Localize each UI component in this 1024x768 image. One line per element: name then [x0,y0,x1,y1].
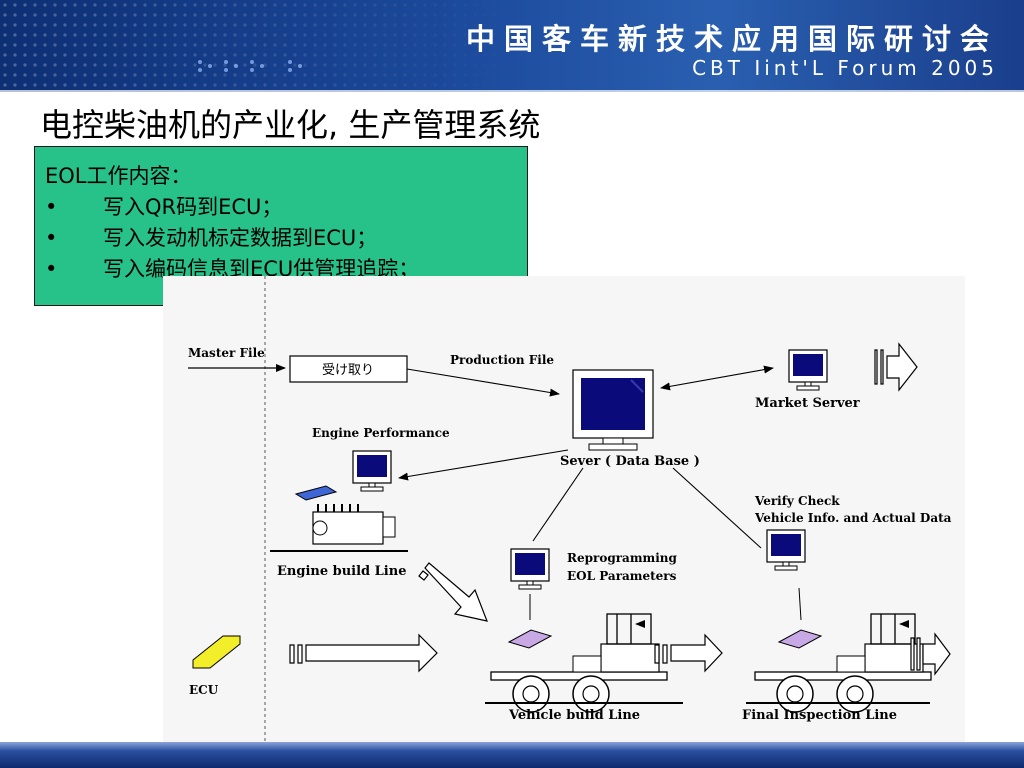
inspection-out-arrow-icon [910,632,951,676]
verify-link [672,467,762,549]
reprogramming-label-1: Reprogramming [567,551,677,565]
eol-heading: EOL工作内容： [45,164,192,188]
banner-dot-pattern [0,0,520,92]
diagram-canvas: Master File 受け取り Production File Sever (… [188,276,952,754]
reprogramming-terminal-icon [510,548,550,590]
inspection-ecu-module-icon [777,629,823,649]
inspection-truck-icon [754,613,932,713]
ecu-module-icon [192,635,241,669]
inspection-terminal-icon [766,529,806,571]
inspection-cable [798,587,802,621]
engine-data-arrow [398,449,569,481]
market-server-label: Market Server [755,396,860,411]
vehicle-build-truck-icon [490,613,668,713]
bullet-icon: • [45,226,58,250]
vehicle-ecu-module-icon [507,629,553,649]
production-file-arrow [406,368,560,397]
ecu-label: ECU [189,683,219,697]
engine-to-vehicle-arrow-icon [418,562,488,622]
ecu-to-vehicle-arrow-icon [289,633,438,673]
market-server-link [660,365,774,391]
engine-build-line-label: Engine build Line [277,564,406,579]
conference-subtitle: CBT Iint'L Forum 2005 [692,56,998,80]
banner: 中国客车新技术应用国际研讨会 CBT Iint'L Forum 2005 [0,0,1024,92]
market-out-arrow-icon [874,342,918,392]
engine-terminal-icon [352,450,392,492]
verify-label-1: Verify Check [754,494,840,508]
eol-item: • 写入QR码到ECU； [45,192,527,223]
engine-module-icon [294,485,338,501]
production-system-diagram: Master File 受け取り Production File Sever (… [163,276,965,754]
server-label: Sever ( Data Base ) [560,454,700,469]
eol-item-text: 写入QR码到ECU； [103,195,283,219]
market-server-icon [788,349,828,391]
master-file-label: Master File [188,346,265,360]
vehicle-to-inspection-arrow-icon [654,633,723,673]
eol-item: • 写入发动机标定数据到ECU； [45,223,527,254]
banner-divider [0,90,1024,92]
production-file-label: Production File [450,353,554,367]
bullet-icon: • [45,195,58,219]
slide-title: 电控柴油机的产业化, 生产管理系统 [40,106,541,144]
receive-box-label: 受け取り [322,363,374,378]
bullet-icon: • [45,257,58,281]
final-inspection-line-label: Final Inspection Line [742,708,897,723]
footer-bar [0,742,1024,768]
eol-item-text: 写入发动机标定数据到ECU； [103,226,378,250]
vehicle-build-line-label: Vehicle build Line [508,708,640,723]
database-server-icon [572,369,654,451]
reprogramming-label-2: EOL Parameters [567,569,677,583]
engine-block-icon [312,504,396,545]
reprogramming-link [532,467,584,542]
conference-title: 中国客车新技术应用国际研讨会 [465,22,998,56]
verify-label-2: Vehicle Info. and Actual Data [754,511,952,525]
receive-box [289,355,408,383]
engine-performance-label: Engine Performance [312,426,450,440]
